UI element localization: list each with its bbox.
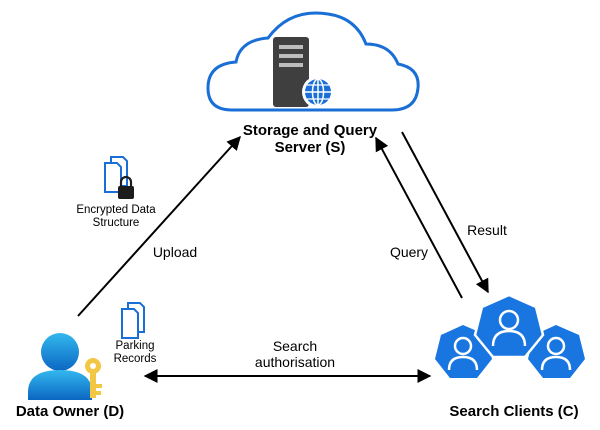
lock-icon (118, 175, 134, 199)
upload-arrow (77, 135, 241, 317)
user-group-icon (435, 293, 585, 378)
server-label-line1: Storage and Query (242, 122, 378, 139)
search-authorisation-label: Search authorisation (230, 338, 360, 370)
search-authorisation-line2: authorisation (254, 354, 336, 371)
search-clients-label: Search Clients (C) (449, 403, 579, 420)
result-label: Result (467, 222, 507, 238)
user-key-icon (28, 333, 102, 400)
key-icon (85, 358, 102, 398)
result-arrow (401, 131, 489, 294)
data-owner-label: Data Owner (D) (15, 403, 125, 420)
client-right-icon (528, 325, 585, 378)
search-authorisation-line1: Search (272, 338, 318, 354)
encrypted-data-label-line1: Encrypted Data (76, 204, 156, 216)
parking-records-label: Parking Records (100, 340, 170, 366)
query-label: Query (389, 244, 429, 260)
encrypted-data-label-line2: Structure (92, 217, 140, 230)
cloud-server-icon (206, 11, 420, 112)
server-label-line2: Server (S) (274, 139, 346, 157)
upload-label: Upload (152, 244, 198, 260)
documents-icon (121, 302, 145, 339)
globe-icon (302, 76, 334, 108)
parking-records-label-line2: Records (113, 353, 157, 366)
query-arrow (375, 136, 463, 299)
server-tower-icon (273, 37, 309, 107)
client-center-icon (473, 293, 545, 359)
encrypted-data-label: Encrypted Data Structure (58, 204, 174, 230)
parking-records-label-line1: Parking (115, 340, 155, 352)
server-label: Storage and Query Server (S) (200, 122, 420, 157)
locked-documents-icon (104, 156, 134, 199)
